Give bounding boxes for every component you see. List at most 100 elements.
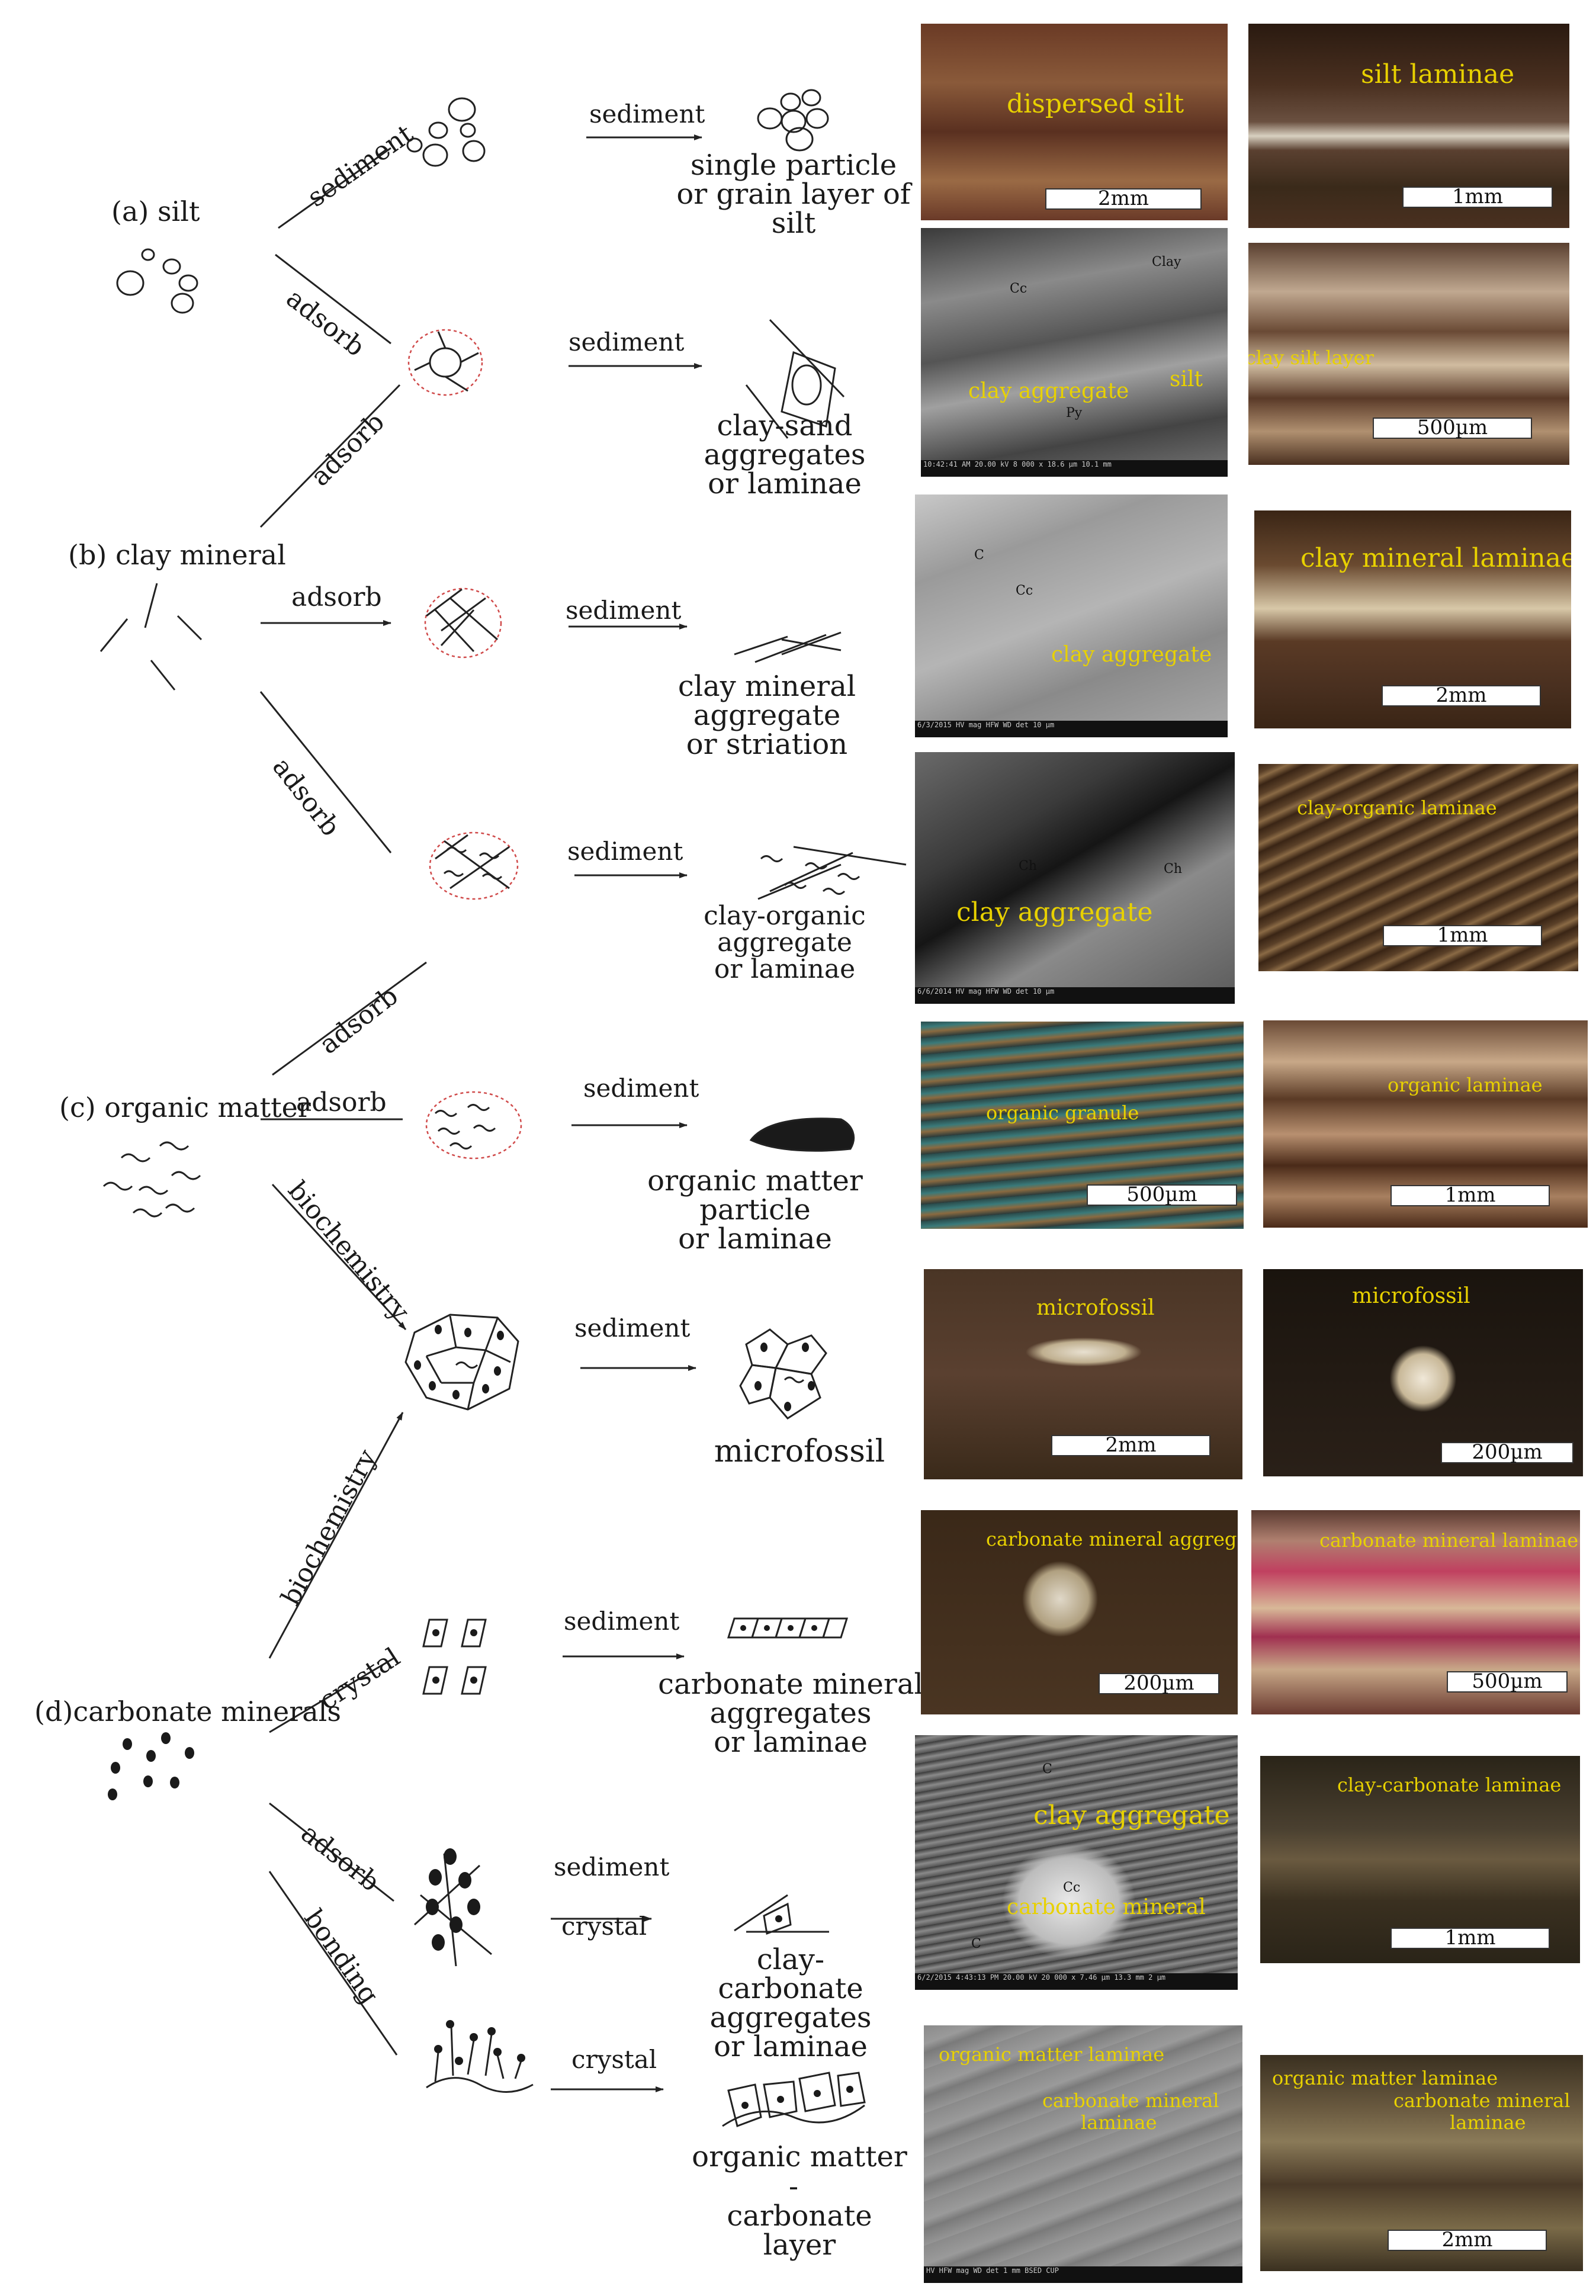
organic-carbonate-bond-icon	[426, 2025, 533, 2092]
category-silt: (a) silt	[111, 197, 200, 227]
arrow-crystal-9: crystal	[571, 2046, 657, 2073]
carbonate-dots-icon	[108, 1732, 194, 1800]
arrow-sediment-7: sediment	[564, 1608, 679, 1635]
arrow-sediment-5: sediment	[583, 1075, 699, 1102]
arrow-sediment-1: sediment	[589, 101, 705, 128]
clay-carbonate-node-icon	[415, 1854, 492, 1966]
scale-bar: 500µm	[1373, 418, 1532, 439]
organic-carbonate-layer-icon	[722, 2073, 865, 2126]
photo-sem-clay-carbonate: C clay aggregate Cc carbonate mineral C …	[915, 1735, 1238, 1990]
photo-annotation: organic granule	[986, 1102, 1139, 1124]
clay-organic-node-icon	[430, 833, 518, 899]
photo-annotation: C	[974, 548, 984, 563]
photo-clay-carbonate-laminae: clay-carbonate laminae 1mm	[1260, 1756, 1580, 1963]
sem-info-bar: 6/2/2015 4:43:13 PM 20.00 kV 20 000 x 7.…	[915, 1973, 1238, 1990]
photo-sem-clay-organic: Ch Ch clay aggregate 6/6/2014 HV mag HFW…	[915, 752, 1235, 1004]
photo-annotation: clay aggregate	[1033, 1800, 1230, 1831]
category-clay-mineral: (b) clay mineral	[68, 540, 286, 570]
sem-info-bar: 6/6/2014 HV mag HFW WD det 10 µm	[915, 987, 1235, 1004]
clay-carbonate-aggregate-icon	[734, 1895, 829, 1934]
scale-bar: 2mm	[1045, 188, 1202, 210]
photo-annotation: Cc	[1016, 583, 1033, 598]
organic-node-icon	[426, 1092, 521, 1158]
photo-annotation: clay aggregate	[968, 379, 1129, 403]
scale-bar: 2mm	[1051, 1435, 1210, 1456]
result-clay-sand: clay-sand aggregates or laminae	[643, 412, 927, 499]
result-organic-carbonate-1: organic matter	[687, 2143, 912, 2172]
scale-bar: 500µm	[1447, 1671, 1568, 1693]
photo-organic-granule: organic granule 500µm	[921, 1022, 1244, 1229]
result-microfossil: microfossil	[699, 1436, 900, 1467]
clay-striation-icon	[734, 632, 841, 662]
photo-sem-clay-aggregate: C Cc clay aggregate 6/3/2015 HV mag HFW …	[915, 494, 1228, 737]
photo-carbonate-laminae: carbonate mineral laminae 500µm	[1251, 1510, 1580, 1714]
photo-sem-organic-carbonate: organic matter laminae carbonate mineral…	[924, 2025, 1242, 2283]
result-organic-particle: organic matter particle or laminae	[595, 1167, 915, 1254]
photo-annotation: Cc	[1010, 281, 1027, 296]
process-adsorb-organic: adsorb	[296, 1088, 387, 1117]
clay-node-icon	[425, 589, 501, 657]
photo-annotation: carbonate mineral	[1042, 2089, 1219, 2112]
photo-annotation: dispersed silt	[1007, 89, 1184, 119]
arrow-sediment-3: sediment	[566, 597, 681, 624]
microfossil-result-icon	[740, 1330, 826, 1418]
category-organic-matter: (c) organic matter	[59, 1093, 311, 1123]
clay-flakes-icon	[101, 583, 201, 690]
photo-annotation: clay silt layer	[1248, 346, 1374, 369]
photo-clay-mineral-laminae: clay mineral laminae 2mm	[1254, 510, 1571, 728]
photo-microfossil-a: microfossil 2mm	[924, 1269, 1242, 1479]
photo-annotation: Ch	[1164, 862, 1182, 876]
result-clay-organic: clay-organic aggregate or laminae	[646, 903, 924, 983]
photo-microfossil-b: microfossil 200µm	[1263, 1269, 1583, 1476]
arrow-sediment-8: sediment	[554, 1854, 669, 1881]
photo-annotation: C	[1042, 1762, 1052, 1777]
silt-clay-node-icon	[409, 330, 482, 395]
photo-annotation: Py	[1066, 406, 1082, 420]
photo-silt-laminae: silt laminae 1mm	[1248, 24, 1569, 228]
result-silt-layer: single particle or grain layer of silt	[663, 151, 924, 238]
result-carbonate-aggregate: carbonate mineral aggregates or laminae	[651, 1670, 930, 1757]
photo-annotation: Cc	[1063, 1880, 1080, 1895]
scale-bar: 200µm	[1099, 1673, 1219, 1694]
sem-info-bar: 10:42:41 AM 20.00 kV 8 000 x 18.6 µm 10.…	[921, 460, 1228, 477]
scale-bar: 1mm	[1383, 925, 1542, 946]
silt-cluster-icon	[407, 98, 484, 166]
organic-squiggles-icon	[104, 1142, 200, 1216]
photo-organic-carbonate-laminae: organic matter laminae carbonate mineral…	[1260, 2055, 1583, 2271]
photo-clay-silt-layer: clay silt layer 500µm	[1248, 243, 1569, 465]
photo-annotation: carbonate mineral laminae	[1319, 1529, 1578, 1552]
silt-particles-icon	[117, 249, 197, 313]
photo-annotation: clay-carbonate laminae	[1337, 1774, 1561, 1796]
arrow-crystal-8: crystal	[561, 1913, 647, 1940]
category-carbonate-minerals: (d)carbonate minerals	[34, 1697, 341, 1727]
photo-dispersed-silt: dispersed silt 2mm	[921, 24, 1228, 220]
photo-annotation: laminae	[1081, 2111, 1157, 2134]
photo-annotation: clay-organic laminae	[1297, 797, 1497, 819]
photo-annotation: carbonate mineral	[1007, 1895, 1206, 1919]
scale-bar: 2mm	[1388, 2230, 1547, 2251]
photo-annotation: organic matter laminae	[939, 2043, 1164, 2066]
scale-bar: 1mm	[1391, 1928, 1550, 1949]
photo-annotation: laminae	[1450, 2111, 1526, 2134]
scale-bar: 2mm	[1382, 685, 1541, 707]
result-organic-carbonate-2: -	[776, 2172, 811, 2201]
photo-annotation: carbonate mineral aggregate	[986, 1528, 1238, 1550]
result-clay-carbonate: clay-carbonate aggregates or laminae	[690, 1945, 891, 2061]
scale-bar: 500µm	[1087, 1184, 1237, 1206]
photo-carbonate-aggregate: carbonate mineral aggregate 200µm	[921, 1510, 1238, 1714]
photo-annotation: Clay	[1152, 255, 1181, 269]
sem-info-bar: 6/3/2015 HV mag HFW WD det 10 µm	[915, 721, 1228, 737]
scale-bar: 1mm	[1391, 1185, 1550, 1206]
photo-annotation: clay aggregate	[956, 897, 1153, 927]
clay-organic-aggregate-icon	[758, 847, 906, 899]
photo-clay-organic-laminae: clay-organic laminae 1mm	[1258, 764, 1578, 971]
microfossil-cell-icon	[406, 1315, 518, 1409]
single-particle-icon	[758, 90, 828, 150]
photo-annotation: silt laminae	[1361, 59, 1514, 89]
photo-annotation: silt	[1170, 367, 1203, 391]
photo-annotation: clay aggregate	[1051, 643, 1212, 667]
arrow-sediment-2: sediment	[569, 329, 684, 356]
photo-annotation: clay mineral laminae	[1300, 543, 1571, 573]
result-clay-striation: clay mineral aggregate or striation	[619, 672, 915, 759]
